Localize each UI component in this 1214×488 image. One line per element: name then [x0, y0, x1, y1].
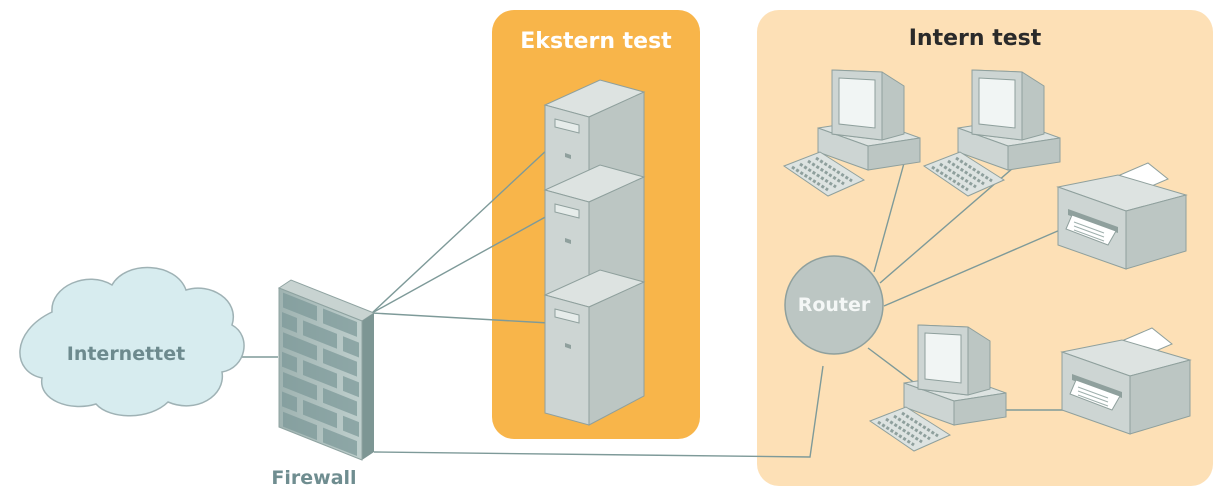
firewall-brick	[283, 292, 317, 321]
link-router-pc-1	[873, 155, 907, 273]
keyboard-keys	[893, 414, 931, 441]
server-stack	[543, 79, 646, 426]
link-router-printer-1	[883, 229, 1061, 307]
firewall-brick	[283, 372, 317, 401]
router: Router	[784, 255, 884, 355]
server-button	[565, 238, 571, 244]
printer-2	[1060, 327, 1192, 435]
firewall-brick	[323, 387, 357, 417]
printer-paper-line	[1077, 390, 1109, 403]
keyboard-body	[868, 406, 952, 452]
keyboard-keys	[955, 156, 993, 183]
router-label: Router	[798, 294, 871, 316]
firewall-brick	[282, 351, 297, 373]
printers	[1056, 162, 1192, 435]
firewall-brick	[323, 348, 357, 377]
printer-paper-line	[1073, 221, 1105, 234]
link-firewall-router	[373, 365, 824, 458]
monitor-screen	[924, 332, 962, 384]
printer-side	[1129, 359, 1191, 435]
link-firewall-server-2	[371, 214, 550, 314]
server-drive-bay	[554, 118, 580, 134]
link-firewall-server-3	[371, 312, 550, 324]
monitor-screen	[838, 77, 876, 129]
firewall-brick	[282, 312, 297, 333]
internet-label: Internettet	[67, 343, 185, 365]
printer-side	[1125, 194, 1187, 270]
server-button	[565, 343, 571, 349]
keyboard	[782, 151, 866, 197]
firewall-brick	[303, 399, 337, 429]
printer-paper-line	[1073, 225, 1105, 238]
firewall-brick	[282, 391, 297, 413]
workstation-3	[868, 324, 1007, 452]
computer-base-side	[953, 392, 1007, 426]
firewall-side	[362, 313, 374, 460]
monitor-screen	[978, 77, 1016, 129]
keyboard-keys	[799, 162, 837, 189]
server-front	[544, 294, 590, 426]
printer-paper-line	[1077, 386, 1109, 399]
printer-paper-line	[1077, 394, 1109, 407]
firewall-label: Firewall	[271, 467, 356, 488]
keyboard-keys	[807, 159, 845, 186]
printer-1	[1056, 162, 1188, 270]
printer-paper-out	[1065, 214, 1117, 246]
firewall-brick	[343, 376, 359, 398]
external-test-title: Ekstern test	[520, 29, 672, 54]
router-circle	[784, 255, 884, 355]
keyboard-keys	[939, 162, 977, 189]
keyboard-keys	[931, 165, 969, 192]
firewall: Firewall	[271, 279, 376, 488]
server-drive-bay	[554, 203, 580, 219]
keyboard-body	[922, 151, 1006, 197]
firewall-brick	[283, 332, 317, 361]
internet-cloud: Internettet	[19, 266, 245, 417]
workstation-1	[782, 69, 921, 197]
keyboard-keys	[885, 417, 923, 444]
keyboard-keys	[791, 165, 829, 192]
computer-base-side	[867, 137, 921, 171]
firewall-brick	[343, 336, 359, 358]
keyboard-keys	[815, 156, 853, 183]
firewall-brick	[303, 360, 337, 389]
keyboard	[868, 406, 952, 452]
server-drive-bay	[554, 308, 580, 324]
keyboard-keys	[877, 420, 915, 447]
keyboard-keys	[947, 159, 985, 186]
server-button	[565, 153, 571, 159]
firewall-brick	[323, 427, 357, 457]
link-router-pc-3	[867, 347, 917, 385]
firewall-bricks	[282, 292, 359, 457]
firewall-brick	[323, 308, 357, 337]
printer-paper-out	[1069, 379, 1121, 411]
computer-base-side	[1007, 137, 1061, 171]
server-3	[543, 269, 646, 426]
keyboard	[922, 151, 1006, 197]
firewall-brick	[303, 320, 337, 349]
cloud-shape	[19, 266, 245, 417]
workstation-2	[922, 69, 1061, 197]
workstations	[782, 69, 1061, 452]
firewall-brick	[343, 415, 359, 437]
keyboard-keys	[901, 411, 939, 438]
link-firewall-server-1	[371, 147, 550, 314]
firewall-brick	[283, 411, 317, 441]
internal-test-title: Intern test	[909, 26, 1042, 51]
keyboard-body	[782, 151, 866, 197]
printer-paper-line	[1073, 229, 1105, 242]
